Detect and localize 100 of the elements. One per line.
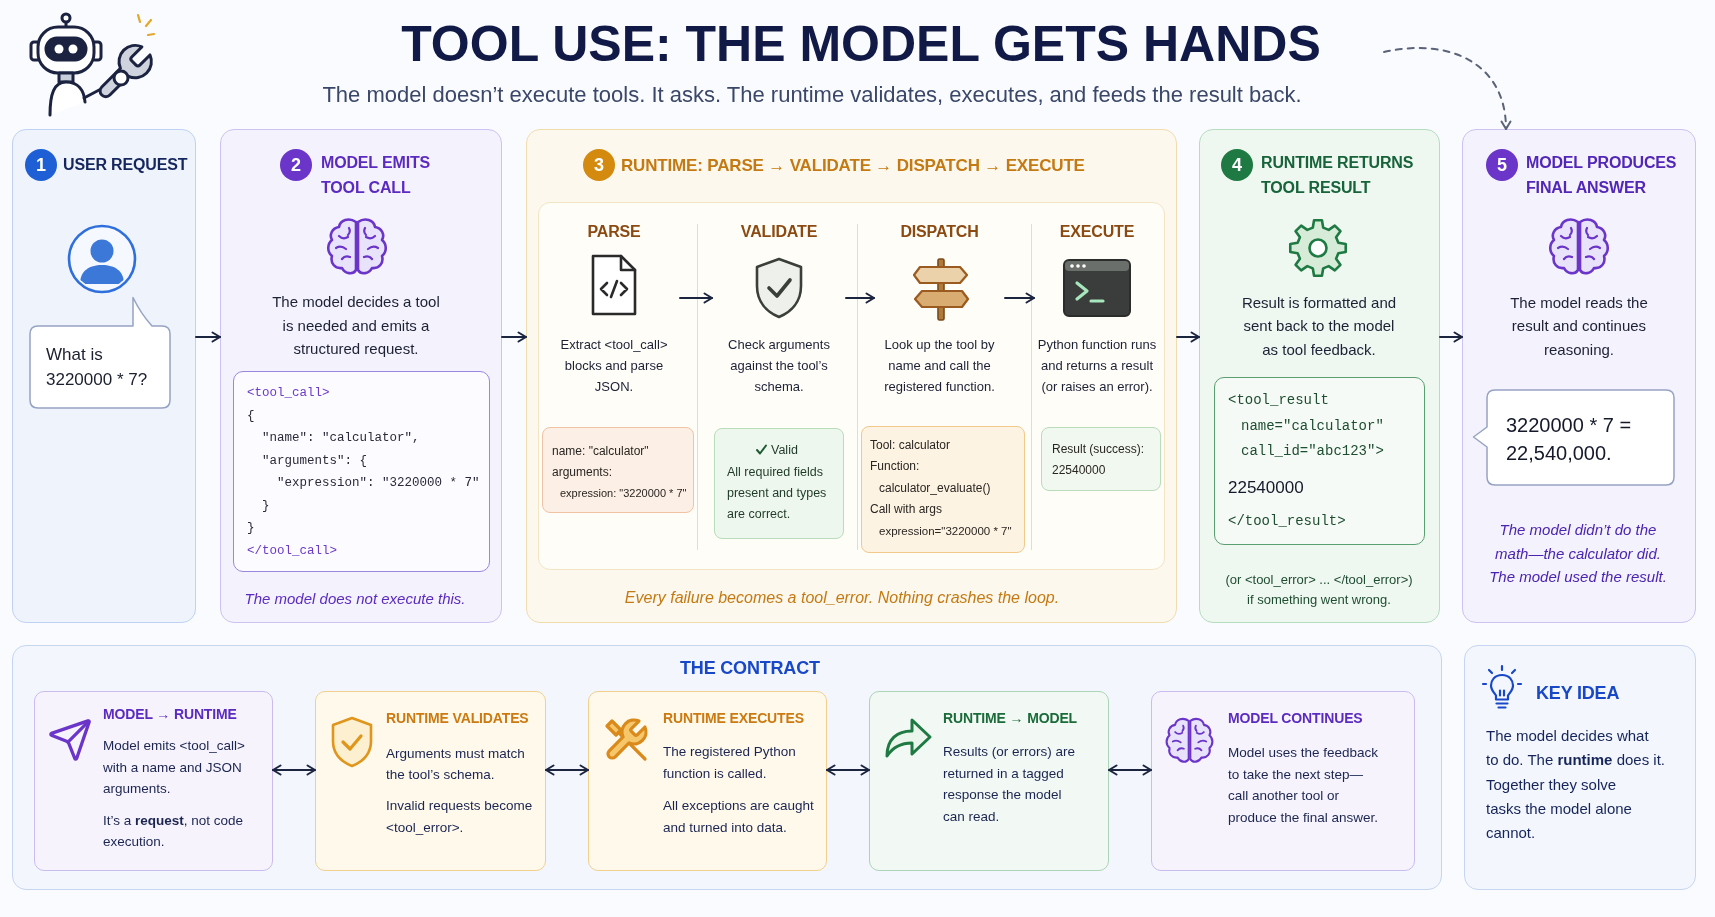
- arrow: [1176, 331, 1200, 343]
- double-arrow: [545, 764, 589, 776]
- info-line: Tool: calculator: [870, 436, 951, 454]
- info-text: All required fields present and types are correct.: [727, 463, 827, 523]
- description: Model uses the feedback to take the next step—call another tool or produce the final answer.: [1228, 744, 1379, 827]
- code-line: name="calculator": [1241, 417, 1384, 436]
- stage-title: VALIDATE: [740, 222, 818, 242]
- note: The model does not execute this.: [244, 589, 466, 609]
- info-card: [714, 428, 844, 539]
- code-line: "expression": "3220000 * 7": [277, 475, 480, 492]
- description: Invalid requests become <tool_error>.: [386, 797, 533, 837]
- description: Check arguments against the tool’s schema.: [728, 336, 830, 396]
- step-number: 5: [1486, 149, 1518, 181]
- description: Look up the tool by name and call the registered function.: [884, 336, 995, 396]
- step-panel: [12, 129, 196, 623]
- panel-heading: MODEL PRODUCES FINAL ANSWER: [1526, 153, 1677, 198]
- card-heading: MODEL → RUNTIME: [103, 705, 237, 724]
- speech-bubble: [29, 296, 171, 409]
- contract-card: [588, 691, 827, 871]
- step-number: 3: [583, 149, 615, 181]
- info-line: Call with args: [870, 501, 943, 518]
- panel-heading: USER REQUEST: [63, 155, 188, 175]
- step-panel: [526, 129, 1177, 623]
- code-line: <tool_result: [1228, 391, 1329, 410]
- description: Results (or errors) are returned in a tagged response the model can read.: [943, 743, 1076, 826]
- code-line: call_id="abc123">: [1241, 442, 1384, 461]
- panel-heading: KEY IDEA: [1536, 682, 1620, 704]
- info-line: name: "calculator": [552, 442, 649, 460]
- step-number: 2: [280, 149, 312, 181]
- contract-card: [1151, 691, 1415, 871]
- code-line: </tool_call>: [247, 542, 337, 560]
- description: All exceptions are caught and turned into data.: [663, 797, 814, 837]
- arrow: [501, 331, 527, 343]
- subtitle: The model doesn’t execute tools. It asks. The runtime validates, executes, and feeds the result back.: [322, 81, 1302, 109]
- step-panel: [220, 129, 502, 623]
- key-idea-panel: [1464, 645, 1696, 890]
- arrow: [679, 292, 713, 304]
- card-heading: RUNTIME VALIDATES: [386, 709, 529, 728]
- code-line: "name": "calculator",: [262, 430, 420, 447]
- pipeline-panel: [538, 202, 1165, 570]
- panel-heading: MODEL EMITS TOOL CALL: [321, 153, 431, 198]
- info-card: [542, 427, 694, 513]
- description: Model emits <tool_call> with a name and JSON arguments.: [103, 737, 245, 798]
- card-heading: MODEL CONTINUES: [1228, 709, 1363, 728]
- step-number: 1: [25, 149, 57, 181]
- description: It’s a request, not code execution.: [103, 811, 244, 851]
- title: TOOL USE: THE MODEL GETS HANDS: [401, 15, 1321, 73]
- speech-text: What is 3220000 * 7?: [46, 344, 148, 391]
- code-line: {: [247, 407, 255, 425]
- status-text: Valid: [771, 441, 798, 459]
- note: The model didn’t do the math—the calculator did. The model used the result.: [1489, 520, 1667, 587]
- speech-bubble: [1472, 389, 1675, 486]
- description: The model reads the result and continues reasoning.: [1510, 292, 1648, 360]
- double-arrow: [1108, 764, 1152, 776]
- note: (or <tool_error> ... </tool_error>) if something went wrong.: [1225, 571, 1413, 609]
- code-line: <tool_call>: [247, 385, 330, 402]
- code-line: </tool_result>: [1228, 512, 1346, 531]
- arrow: [845, 292, 875, 304]
- description: Arguments must match the tool’s schema.: [386, 744, 525, 784]
- card-heading: RUNTIME EXECUTES: [663, 709, 804, 728]
- contract-panel: [12, 645, 1442, 890]
- info-line: arguments:: [552, 463, 613, 481]
- code-line: }: [247, 520, 255, 537]
- panel-heading: RUNTIME: PARSE → VALIDATE → DISPATCH → EXECUTE: [621, 155, 1085, 177]
- stage-title: PARSE: [587, 222, 641, 242]
- description: Extract <tool_call> blocks and parse JSON.: [560, 336, 668, 396]
- contract-card: [315, 691, 546, 871]
- contract-card: [34, 691, 273, 871]
- panel-heading: RUNTIME RETURNS TOOL RESULT: [1261, 153, 1414, 198]
- panel-heading: THE CONTRACT: [680, 657, 820, 679]
- info-line: Function:: [870, 458, 920, 475]
- note: Every failure becomes a tool_error. Nothing crashes the loop.: [624, 588, 1060, 608]
- info-card: [861, 426, 1025, 553]
- code-block: [1214, 377, 1425, 545]
- speech-text: 3220000 * 7 = 22,540,000.: [1506, 413, 1632, 466]
- card-heading: RUNTIME → MODEL: [943, 709, 1077, 728]
- contract-card: [869, 691, 1109, 871]
- dashed-arrow: [1383, 47, 1511, 130]
- info-line: Result (success):: [1052, 440, 1145, 458]
- step-panel: [1462, 129, 1696, 623]
- double-arrow: [826, 764, 870, 776]
- code-line: "arguments": {: [262, 452, 368, 470]
- info-line: expression: "3220000 * 7": [560, 485, 687, 501]
- arrow: [1439, 331, 1463, 343]
- double-arrow: [272, 764, 316, 776]
- info-line: expression="3220000 * 7": [879, 523, 1012, 539]
- description: Python function runs and returns a result (or raises an error).: [1037, 336, 1157, 396]
- step-number: 4: [1221, 149, 1253, 181]
- code-block: [233, 371, 490, 572]
- arrow: [195, 331, 221, 343]
- stage-title: DISPATCH: [900, 222, 979, 242]
- description: Result is formatted and sent back to the model as tool feedback.: [1241, 292, 1397, 360]
- info-card: [1041, 427, 1161, 491]
- arrow: [1004, 292, 1035, 304]
- info-line: calculator_evaluate(): [879, 479, 991, 497]
- description: The model decides a tool is needed and emits a structured request.: [272, 292, 440, 359]
- info-line: 22540000: [1052, 461, 1106, 479]
- description: The registered Python function is called.: [663, 743, 796, 783]
- description: The model decides what to do. The runtime does it. Together they solve tasks the model alone cannot.: [1486, 726, 1665, 843]
- result-value: 22540000: [1228, 477, 1304, 499]
